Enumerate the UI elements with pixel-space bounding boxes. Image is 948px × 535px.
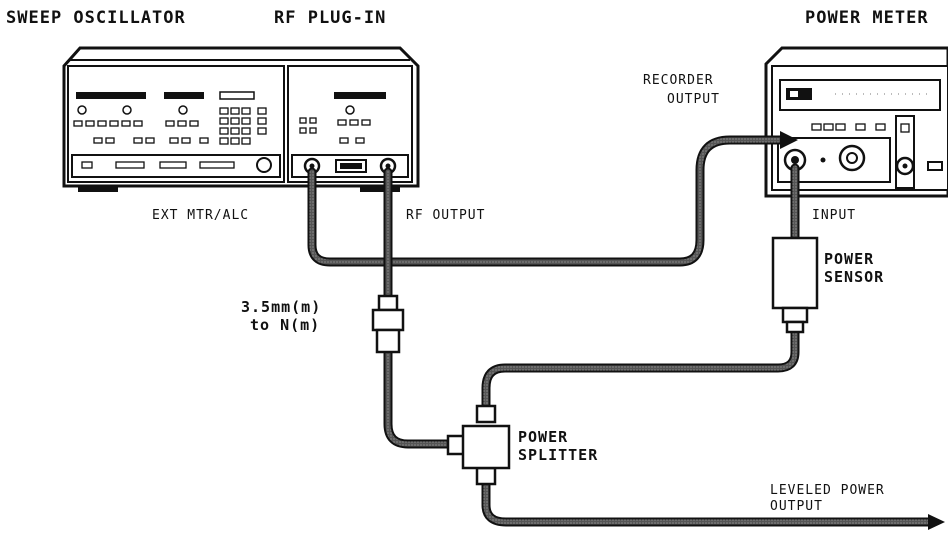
power-sensor <box>771 236 819 334</box>
arrowhead-leveled-output <box>928 514 945 530</box>
adapter-label-line1: 3.5mm(m) <box>241 298 322 316</box>
ext-mtr-alc-label: EXT MTR/ALC <box>152 208 250 223</box>
power-sensor-label-line2: SENSOR <box>824 268 885 286</box>
recorder-output-label-line2: OUTPUT <box>667 92 720 107</box>
recorder-output-label-line1: RECORDER <box>643 73 714 88</box>
power-splitter-label-line1: POWER <box>518 428 569 446</box>
rf-plug-in-label: RF PLUG-IN <box>274 8 387 28</box>
sweep-oscillator-instrument <box>62 46 420 192</box>
power-sensor-label-line1: POWER <box>824 250 875 268</box>
cables <box>307 135 933 527</box>
leveled-power-output-label-line2: OUTPUT <box>770 499 823 514</box>
input-label: INPUT <box>812 208 857 223</box>
leveled-power-output-label-line1: LEVELED POWER <box>770 483 885 498</box>
power-meter-label: POWER METER <box>805 8 929 28</box>
arrowhead-recorder <box>780 131 798 149</box>
rf-output-label: RF OUTPUT <box>406 208 486 223</box>
adapter-3-5mm-to-n <box>371 294 405 354</box>
adapter-label-line2: to N(m) <box>250 316 321 334</box>
power-splitter <box>446 404 511 486</box>
power-splitter-label-line2: SPLITTER <box>518 446 599 464</box>
sweep-oscillator-label: SWEEP OSCILLATOR <box>6 8 186 28</box>
power-meter-instrument <box>764 46 948 198</box>
